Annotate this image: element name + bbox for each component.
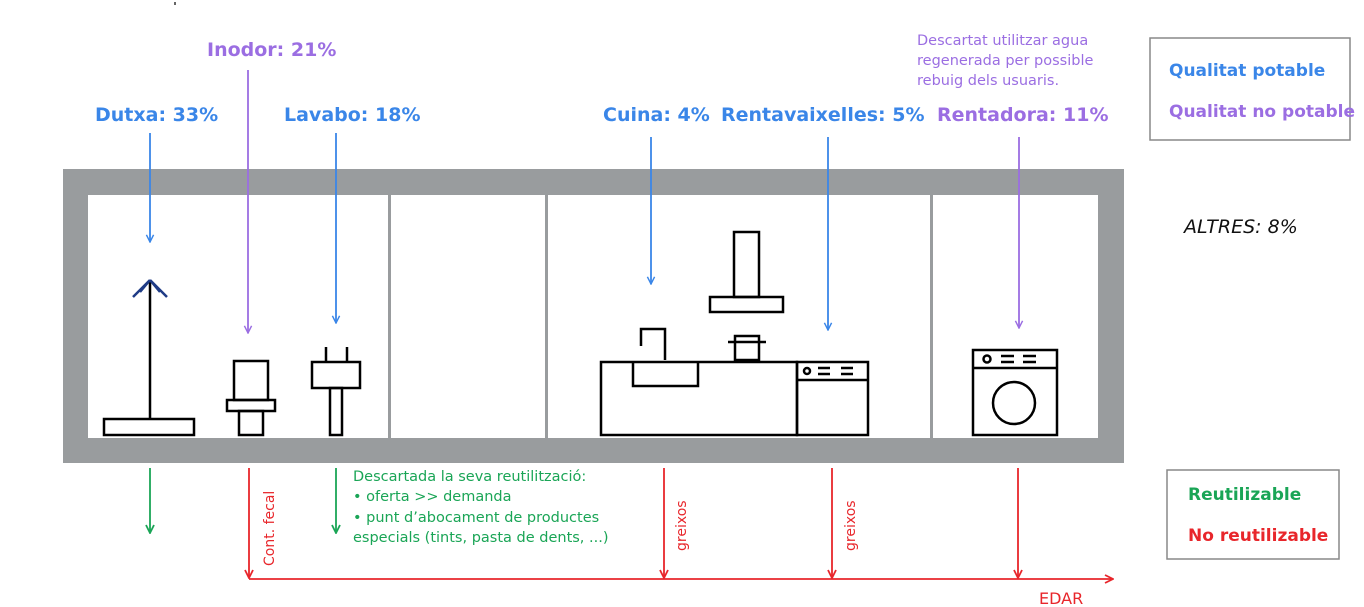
shower-icon: [102, 279, 196, 437]
label-dutxa: Dutxa: 33%: [95, 104, 218, 126]
label-rentadora: Rentadora: 11%: [937, 104, 1108, 126]
label-cuina: Cuina: 4%: [603, 104, 710, 126]
partition-wall: [930, 195, 933, 438]
partition-wall: [545, 195, 548, 438]
note-line: Descartat utilitzar agua: [917, 33, 1088, 49]
legend-no-reusable: No reutilizable: [1188, 526, 1328, 546]
washing-machine-icon: [971, 348, 1059, 437]
washbasin-icon: [310, 347, 362, 437]
pot-icon: [728, 334, 766, 362]
label-greixos: greixos: [843, 500, 859, 551]
legend-quality-box: [1149, 37, 1351, 141]
drain-arrows: [150, 468, 1113, 579]
legend-reuse-box: [1166, 469, 1340, 560]
note-title: Descartada la seva reutilització:: [353, 469, 586, 485]
note-bullet: • oferta >> demanda: [353, 489, 512, 505]
extractor-hood-icon: [708, 230, 785, 314]
legend-reusable: Reutilizable: [1188, 485, 1301, 505]
label-cont-fecal: Cont. fecal: [262, 491, 278, 566]
label-inodor: Inodor: 21%: [207, 39, 336, 61]
note-reuse-discarded: Descartada la seva reutilització: • ofer…: [353, 469, 609, 546]
label-rentavaixelles: Rentavaixelles: 5%: [721, 104, 925, 126]
note-line: rebuig dels usuaris.: [917, 73, 1059, 89]
toilet-icon: [225, 359, 277, 437]
note-regenerated-water: Descartat utilitzar agua regenerada per …: [917, 33, 1093, 89]
house-outline: [63, 169, 1124, 463]
partition-wall: [388, 195, 391, 438]
legend-potable: Qualitat potable: [1169, 61, 1325, 81]
label-lavabo: Lavabo: 18%: [284, 104, 420, 126]
legend-no-potable: Qualitat no potable: [1169, 102, 1355, 122]
label-altres: ALTRES: 8%: [1182, 216, 1298, 238]
note-bullet: • punt d’abocament de productes: [353, 510, 599, 526]
label-edar: EDAR: [1039, 589, 1083, 607]
dishwasher-icon: [795, 360, 870, 437]
inner-space: [88, 195, 1098, 438]
legend-reuse: Reutilizable No reutilizable: [1166, 469, 1340, 560]
note-bullet: especials (tints, pasta de dents, ...): [353, 530, 609, 546]
note-line: regenerada per possible: [917, 53, 1093, 69]
legend-quality: Qualitat potable Qualitat no potable: [1149, 37, 1355, 141]
label-greixos: greixos: [674, 500, 690, 551]
supply-arrows: [150, 70, 1019, 333]
